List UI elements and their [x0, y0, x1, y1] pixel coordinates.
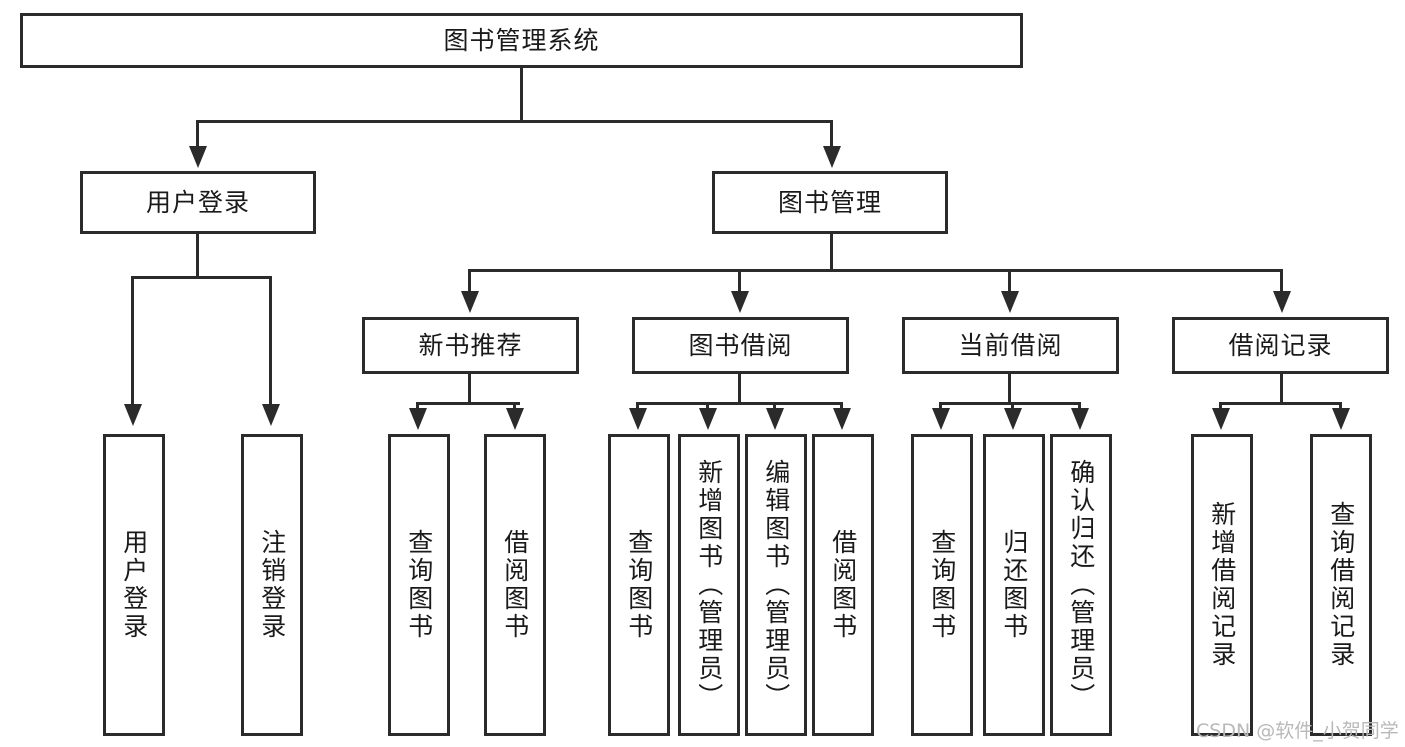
leaf-query-book-current[interactable]: 查询图书 — [911, 434, 973, 736]
arrowhead-leaf-add-borrow-record — [1212, 408, 1230, 430]
edge-current-to-leaf2 — [1078, 402, 1081, 410]
arrowhead-leaf-edit-book-admin — [766, 408, 784, 430]
leaf-edit-book-admin[interactable]: 编辑图书（管理员） — [745, 434, 807, 736]
leaf-query-borrow-record[interactable]: 查询借阅记录 — [1310, 434, 1372, 736]
node-label: 图书管理 — [777, 187, 882, 217]
edge-root-stem — [520, 68, 523, 122]
edge-records-to-leaf1 — [1339, 402, 1342, 410]
arrowhead-leaf-query-book-current — [932, 408, 950, 430]
node-borrow-records[interactable]: 借阅记录 — [1172, 317, 1389, 374]
node-label: 图书管理系统 — [443, 25, 600, 55]
arrowhead-book-management — [823, 146, 841, 168]
leaf-add-book-admin[interactable]: 新增图书（管理员） — [678, 434, 740, 736]
edge-current-to-leaf1 — [1011, 402, 1014, 410]
leaf-borrow-book[interactable]: 借阅图书 — [812, 434, 874, 736]
edge-bookmgmt-to-recommend — [468, 269, 471, 293]
node-label: 确认归还（管理员） — [1066, 459, 1096, 711]
arrowhead-new-book-recommend — [461, 291, 479, 313]
node-new-book-recommend[interactable]: 新书推荐 — [362, 317, 579, 374]
arrowhead-user-login — [189, 146, 207, 168]
arrowhead-leaf-user-login — [124, 404, 142, 426]
arrowhead-book-borrow — [731, 291, 749, 313]
edge-recommend-to-leaf0 — [416, 402, 419, 410]
leaf-return-book[interactable]: 归还图书 — [983, 434, 1045, 736]
node-label: 新增图书（管理员） — [694, 459, 724, 711]
edge-borrow-bus — [636, 402, 843, 405]
edge-current-stem — [1008, 374, 1011, 404]
edge-recommend-stem — [468, 374, 471, 404]
node-label: 归还图书 — [999, 529, 1029, 641]
edge-borrow-to-leaf0 — [636, 402, 639, 410]
node-label: 编辑图书（管理员） — [761, 459, 791, 711]
edge-bookmgmt-to-borrow — [738, 269, 741, 293]
edge-records-stem — [1280, 374, 1283, 404]
node-label: 用户登录 — [119, 529, 149, 641]
node-label: 查询图书 — [624, 529, 654, 641]
edge-bookmgmt-to-current — [1008, 269, 1011, 293]
node-label: 新书推荐 — [418, 330, 523, 360]
edge-bookmgmt-stem — [830, 234, 833, 272]
node-root-book-management-system[interactable]: 图书管理系统 — [20, 13, 1023, 68]
edge-borrow-stem — [738, 374, 741, 404]
leaf-confirm-return-admin[interactable]: 确认归还（管理员） — [1050, 434, 1112, 736]
node-label: 查询借阅记录 — [1326, 501, 1356, 669]
leaf-query-book-recommend[interactable]: 查询图书 — [388, 434, 450, 736]
edge-root-bus — [196, 120, 833, 123]
arrowhead-leaf-borrow-book-recommend — [506, 408, 524, 430]
edge-user-login-to-leaf1 — [269, 276, 272, 406]
node-label: 新增借阅记录 — [1207, 501, 1237, 669]
csdn-watermark: CSDN @软件_小贺同学 — [1196, 720, 1399, 742]
edge-recommend-to-leaf1 — [513, 402, 516, 410]
edge-records-to-leaf0 — [1219, 402, 1222, 410]
edge-user-login-bus — [131, 276, 270, 279]
edge-root-to-user-login — [196, 120, 199, 150]
arrowhead-leaf-logout — [262, 404, 280, 426]
node-book-borrow[interactable]: 图书借阅 — [632, 317, 849, 374]
arrowhead-leaf-query-book-recommend — [409, 408, 427, 430]
leaf-user-login[interactable]: 用户登录 — [103, 434, 165, 736]
arrowhead-leaf-query-book-borrow — [629, 408, 647, 430]
edge-borrow-to-leaf3 — [840, 402, 843, 410]
node-user-login[interactable]: 用户登录 — [80, 171, 316, 234]
node-label: 当前借阅 — [958, 330, 1063, 360]
node-label: 用户登录 — [145, 187, 250, 217]
node-label: 借阅图书 — [828, 529, 858, 641]
arrowhead-leaf-borrow-book — [833, 408, 851, 430]
edge-bookmgmt-bus — [468, 269, 1283, 272]
node-label: 图书借阅 — [688, 330, 793, 360]
leaf-logout[interactable]: 注销登录 — [241, 434, 303, 736]
node-label: 注销登录 — [257, 529, 287, 641]
edge-user-login-to-leaf0 — [131, 276, 134, 406]
node-label: 查询图书 — [404, 529, 434, 641]
edge-user-login-stem — [196, 234, 199, 279]
node-label: 查询图书 — [927, 529, 957, 641]
leaf-query-book-borrow[interactable]: 查询图书 — [608, 434, 670, 736]
edge-records-bus — [1219, 402, 1342, 405]
edge-root-to-book-management — [830, 120, 833, 150]
edge-borrow-to-leaf2 — [773, 402, 776, 410]
node-book-management[interactable]: 图书管理 — [712, 171, 948, 234]
arrowhead-borrow-records — [1273, 291, 1291, 313]
arrowhead-current-borrow — [1001, 291, 1019, 313]
leaf-add-borrow-record[interactable]: 新增借阅记录 — [1191, 434, 1253, 736]
node-label: 借阅图书 — [500, 529, 530, 641]
arrowhead-leaf-return-book — [1004, 408, 1022, 430]
leaf-borrow-book-recommend[interactable]: 借阅图书 — [484, 434, 546, 736]
edge-current-bus — [939, 402, 1081, 405]
arrowhead-leaf-add-book-admin — [699, 408, 717, 430]
edge-recommend-bus — [416, 402, 520, 405]
edge-bookmgmt-to-records — [1280, 269, 1283, 293]
edge-borrow-to-leaf1 — [706, 402, 709, 410]
arrowhead-leaf-confirm-return-admin — [1071, 408, 1089, 430]
node-current-borrow[interactable]: 当前借阅 — [902, 317, 1119, 374]
arrowhead-leaf-query-borrow-record — [1332, 408, 1350, 430]
node-label: 借阅记录 — [1228, 330, 1333, 360]
edge-current-to-leaf0 — [939, 402, 942, 410]
